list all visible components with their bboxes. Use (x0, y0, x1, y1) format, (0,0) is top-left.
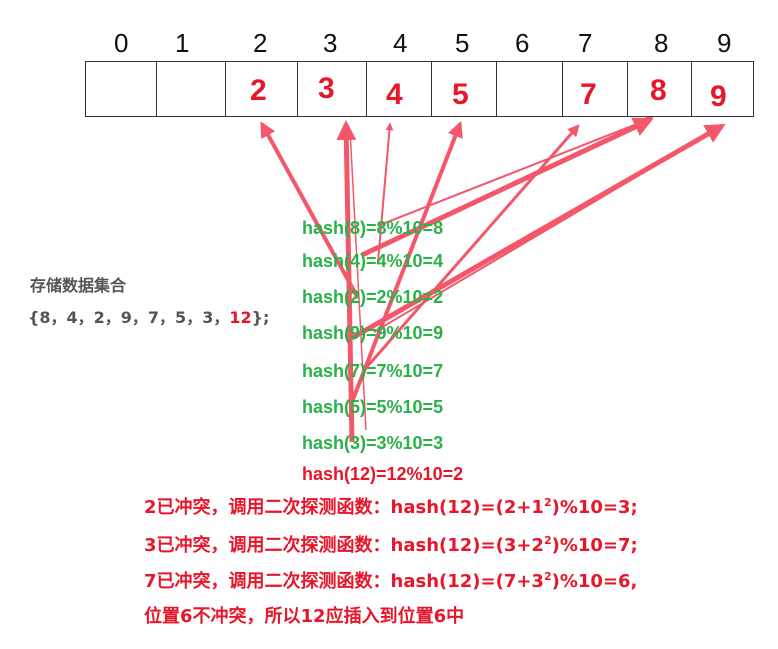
arrow-to-3-thin (349, 129, 367, 431)
index-label-7: 7 (578, 28, 593, 58)
arrow-to-8 (379, 116, 654, 226)
arrow-to-4 (377, 122, 394, 263)
index-label-2: 2 (253, 28, 268, 58)
collision-note-3: 7已冲突，调用二次探测函数：hash(12)=(7+32)%10=6, (144, 567, 637, 593)
hash-line-8: hash(8)=8%10=8 (302, 218, 444, 238)
index-label-3: 3 (323, 28, 338, 58)
note-1-pre: 2已冲突，调用二次探测函数：hash(12)=(2+1 (144, 497, 544, 518)
index-label-0: 0 (114, 28, 129, 58)
table-cell-1 (156, 61, 226, 117)
hash-line-9: hash(9)=9%10=9 (302, 323, 444, 343)
conclusion-note: 位置6不冲突，所以12应插入到位置6中 (144, 606, 465, 627)
hash-line-12: hash(12)=12%10=2 (302, 464, 464, 484)
hash-line-2: hash(2)=2%10=2 (302, 287, 444, 307)
index-label-6: 6 (515, 28, 530, 58)
table-cell-8 (627, 61, 692, 117)
table-cell-0 (85, 61, 157, 117)
cell-value-7: 7 (580, 78, 597, 111)
hash-line-5: hash(5)=5%10=5 (302, 397, 444, 417)
data-set-highlight: 12 (229, 308, 252, 327)
table-cell-6 (496, 61, 563, 117)
note-3-post: )%10=6, (551, 571, 638, 592)
table-cell-4 (366, 61, 432, 117)
hash-line-4: hash(4)=4%10=4 (302, 251, 444, 271)
table-cell-2 (225, 61, 298, 117)
note-3-pre: 7已冲突，调用二次探测函数：hash(12)=(7+3 (144, 571, 544, 592)
note-2-pre: 3已冲突，调用二次探测函数：hash(12)=(3+2 (144, 535, 544, 556)
note-2-sup: 2 (543, 534, 552, 547)
index-label-5: 5 (455, 28, 470, 58)
data-set-values: {8，4，2，9，7，5，3，12}; (28, 304, 269, 328)
cell-value-5: 5 (452, 78, 469, 111)
collision-note-2: 3已冲突，调用二次探测函数：hash(12)=(3+22)%10=7; (144, 531, 638, 557)
hash-line-3: hash(3)=3%10=3 (302, 433, 444, 453)
note-1-post: )%10=3; (551, 497, 638, 518)
note-1-sup: 2 (543, 496, 552, 509)
index-label-4: 4 (393, 28, 408, 58)
index-label-8: 8 (654, 28, 669, 58)
hash-line-7: hash(7)=7%10=7 (302, 361, 444, 381)
data-set-close: }; (251, 308, 270, 327)
cell-value-9: 9 (710, 80, 727, 113)
note-3-sup: 2 (543, 570, 552, 583)
cell-value-8: 8 (650, 74, 667, 107)
index-label-9: 9 (717, 28, 732, 58)
collision-note-1: 2已冲突，调用二次探测函数：hash(12)=(2+12)%10=3; (144, 493, 638, 519)
data-set-open: {8，4，2，9，7，5，3， (28, 308, 230, 327)
table-cell-3 (297, 61, 367, 117)
cell-value-3: 3 (318, 72, 335, 105)
cell-value-2: 2 (250, 74, 267, 107)
cell-value-4: 4 (386, 78, 403, 111)
table-cell-7 (562, 61, 628, 117)
data-set-title: 存储数据集合 (30, 276, 127, 295)
note-2-post: )%10=7; (551, 535, 638, 556)
arrow-to-3 (336, 120, 357, 443)
table-cell-9 (691, 61, 754, 117)
index-label-1: 1 (175, 28, 190, 58)
